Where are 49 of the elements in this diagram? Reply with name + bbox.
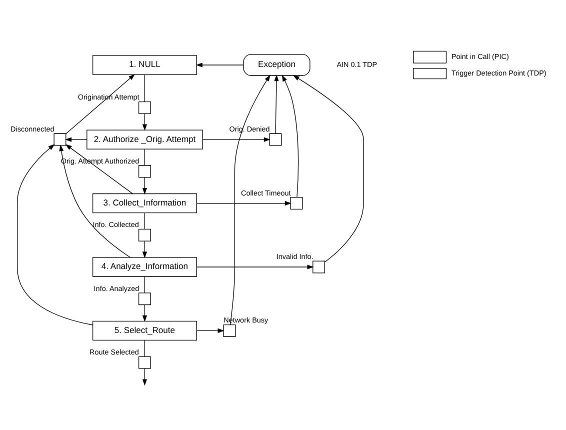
node-label: Info. Collected: [92, 220, 139, 230]
arrow: [196, 62, 244, 68]
connector: [144, 276, 146, 294]
node-label: Invalid Info.: [276, 252, 314, 261]
connector: [144, 340, 146, 357]
node-box: [312, 260, 326, 274]
node-box: 3. Collect_Information: [92, 193, 197, 214]
arrow: [292, 75, 364, 262]
connector: [144, 74, 146, 102]
node-label: Disconnected: [10, 124, 54, 134]
node-box: 4. Analyze_Information: [92, 257, 197, 277]
connector: [144, 148, 146, 166]
node-box: [269, 133, 282, 146]
node-label: Route Selected: [89, 348, 139, 357]
node-box: [138, 292, 151, 306]
node-label: Collect Timeout: [241, 188, 291, 198]
arrow: [142, 177, 148, 195]
arrow: [142, 368, 148, 386]
arrow: [66, 74, 136, 134]
arrow: [196, 200, 292, 206]
legend-label: Trigger Detection Point (TDP): [451, 68, 546, 78]
legend-label: Point in Call (PIC): [451, 52, 509, 61]
arrow: [64, 137, 88, 142]
arrow: [59, 144, 131, 258]
arrow: [142, 113, 148, 131]
node-box: [138, 356, 151, 369]
arrow: [282, 74, 299, 198]
arrow: [196, 264, 314, 270]
arrow: [274, 74, 279, 134]
arrow: [202, 137, 270, 142]
arrow: [142, 240, 148, 258]
arrow: [16, 144, 94, 326]
label: AIN 0.1 TDP: [336, 60, 378, 69]
node-box: [138, 165, 151, 178]
node-box: 1. NULL: [92, 55, 197, 75]
node-box: Exception: [243, 54, 310, 76]
arrow: [65, 144, 133, 194]
arrow: [196, 328, 224, 333]
node-label: Info. Analyzed: [94, 284, 140, 293]
node-box: 5. Select_Route: [92, 320, 197, 341]
arrow: [142, 304, 148, 322]
node-box: [223, 324, 236, 337]
node-box: [54, 133, 66, 146]
node-box: [290, 197, 303, 210]
node-box: [138, 228, 151, 242]
connector: [144, 212, 146, 230]
node-box: 2. Authorize _Orig. Attempt: [86, 130, 203, 150]
node-box: [138, 101, 151, 114]
arrow: [230, 74, 270, 326]
